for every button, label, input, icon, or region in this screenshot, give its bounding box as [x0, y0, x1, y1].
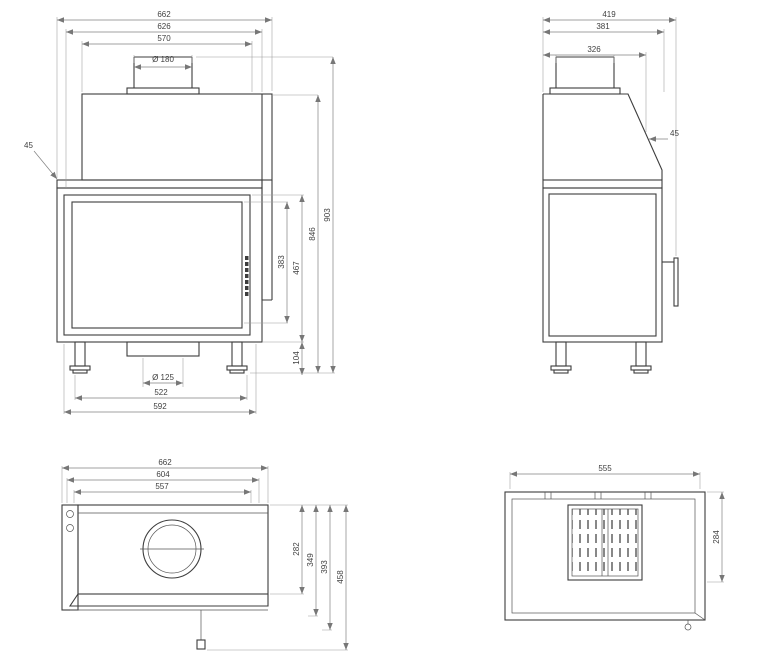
plan-inner [511, 498, 696, 614]
side-panel [261, 94, 273, 301]
base-front-view: 662 604 557 282 349 393 458 [61, 458, 349, 651]
dim-base-opening-width: 557 [155, 482, 169, 491]
leg-left [74, 341, 86, 367]
dim-side-chamfer: 45 [670, 129, 679, 138]
top-plate [56, 179, 263, 189]
grate-frame [567, 504, 643, 581]
dim-front-base-height: 104 [292, 351, 301, 365]
dim-base-mid-height: 349 [306, 553, 315, 567]
grate-slots [571, 508, 639, 577]
glass [71, 201, 243, 329]
bottom-duct [126, 341, 200, 357]
foot-front [550, 365, 572, 371]
foot-left [69, 365, 91, 371]
dim-base-total-width: 662 [158, 458, 172, 467]
base-front-extension-lines [61, 466, 348, 651]
leg-right [231, 341, 243, 367]
body-inner-side [548, 193, 657, 337]
hinge-pin-top [66, 510, 74, 518]
top-plate-side [542, 179, 663, 189]
dim-front-feet-width: 522 [154, 388, 168, 397]
flue-collar-side [549, 87, 621, 95]
side-geometry [542, 56, 679, 374]
door-handle [673, 257, 679, 307]
door-latch [245, 256, 249, 296]
plan-outline [504, 491, 706, 621]
top-view: 555 284 [504, 464, 725, 631]
grate-center-bar [601, 509, 609, 576]
foot-pad-left [72, 369, 88, 374]
top-geometry [504, 491, 706, 631]
hood [81, 93, 273, 181]
base-front-geometry [61, 504, 269, 650]
foot-pad-right [229, 369, 245, 374]
front-panel [77, 504, 269, 595]
firebox-body [56, 187, 263, 343]
top-extension-lines [509, 472, 724, 583]
door-frame [63, 194, 251, 336]
foot-pad-back [633, 369, 649, 374]
firebox-body-side [542, 187, 663, 343]
dim-base-inner-width: 604 [156, 470, 170, 479]
hinge-pin-bottom [66, 524, 74, 532]
dim-front-glass-height: 383 [277, 255, 286, 269]
front-view: 662 626 570 Ø 180 45 383 467 104 846 903… [24, 10, 336, 415]
hinge-strip [61, 504, 79, 611]
dim-front-door-height: 467 [292, 261, 301, 275]
flue-pipe-side [555, 56, 615, 88]
dim-base-total-height: 458 [336, 570, 345, 584]
dim-side-body-depth: 381 [596, 22, 610, 31]
hood-side [542, 93, 663, 180]
dim-side-top-depth: 326 [587, 45, 601, 54]
dim-front-base-width: 592 [153, 402, 167, 411]
front-dimensions: 662 626 570 Ø 180 45 383 467 104 846 903… [24, 10, 336, 415]
front-geometry [56, 56, 273, 374]
corner-diagonal [694, 612, 706, 621]
damper-knob [196, 639, 206, 650]
side-dimensions: 419 381 326 45 [543, 10, 679, 142]
dim-front-body-height: 846 [308, 227, 317, 241]
dim-front-chamfer: 45 [24, 141, 33, 150]
dim-front-flue-diameter: Ø 180 [152, 55, 174, 64]
dim-front-hood-width: 570 [157, 34, 171, 43]
dim-top-width: 555 [598, 464, 612, 473]
dim-base-lower-height: 393 [320, 560, 329, 574]
dim-front-outer-width: 626 [157, 22, 171, 31]
flue-collar [126, 87, 200, 95]
dim-front-outlet-diameter: Ø 125 [152, 373, 174, 382]
leg-front [555, 341, 567, 367]
dim-front-total-width: 662 [157, 10, 171, 19]
front-extension-lines [56, 17, 335, 414]
dim-front-total-height: 903 [323, 208, 332, 222]
base-front-dimensions: 662 604 557 282 349 393 458 [62, 458, 349, 650]
dim-base-door-height: 282 [292, 542, 301, 556]
foot-back [630, 365, 652, 371]
dim-top-depth: 284 [712, 530, 721, 544]
foot-pad-front [553, 369, 569, 374]
side-view: 419 381 326 45 [542, 10, 679, 374]
plinth [68, 593, 269, 607]
foot-right [226, 365, 248, 371]
dim-side-total-depth: 419 [602, 10, 616, 19]
leg-back [635, 341, 647, 367]
top-edge-ticks [544, 492, 652, 499]
top-dimensions: 555 284 [510, 464, 725, 582]
control-knob [684, 623, 692, 631]
